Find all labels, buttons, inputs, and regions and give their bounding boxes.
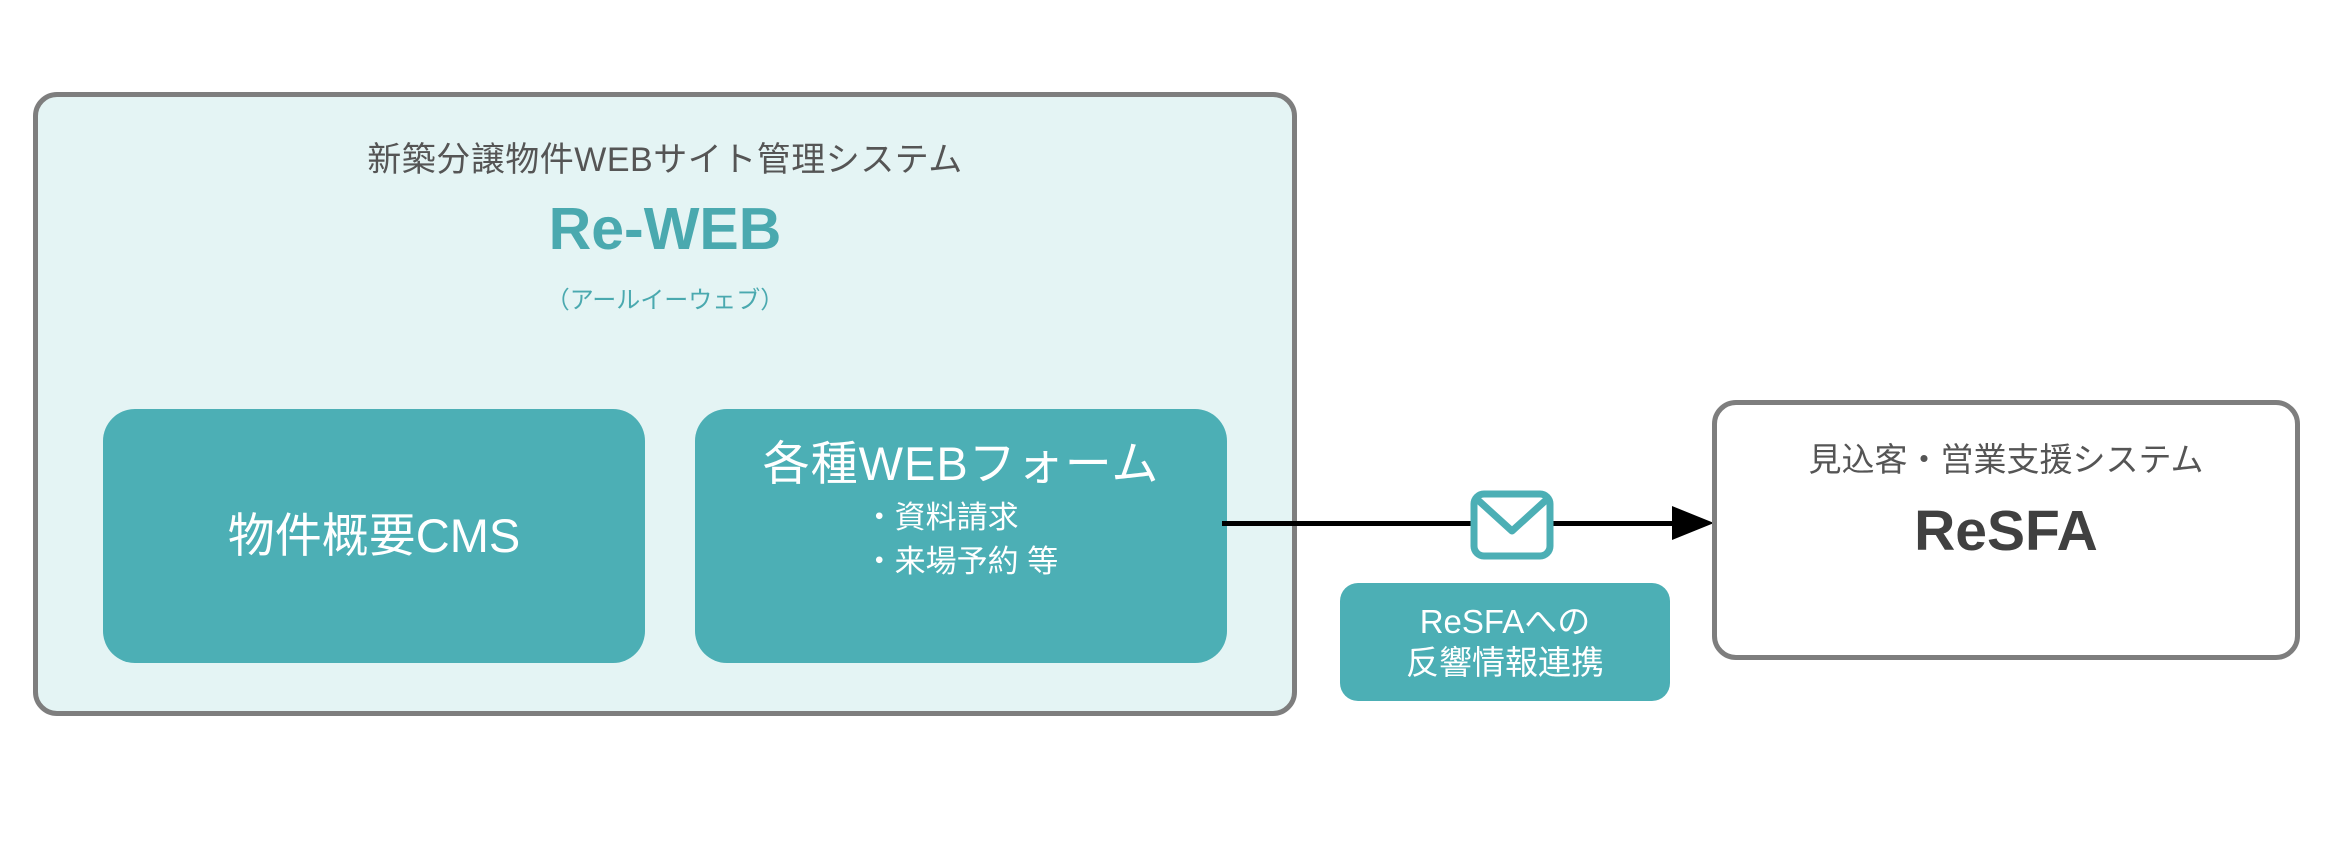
list-item: ・資料請求 xyxy=(863,499,1019,535)
resfa-subtitle: 見込客・営業支援システム xyxy=(1808,441,2204,478)
connector-label-resfa-transfer: ReSFAへの 反響情報連携 xyxy=(1340,583,1670,701)
reweb-system-panel: 新築分譲物件WEBサイト管理システム Re-WEB （アールイーウェブ） 物件概… xyxy=(33,92,1297,716)
reweb-subtitle: 新築分譲物件WEBサイト管理システム xyxy=(367,141,963,179)
module-card-web-forms-title: 各種WEBフォーム xyxy=(762,437,1160,490)
list-item: ・来場予約 等 xyxy=(863,543,1059,579)
resfa-brand-name: ReSFA xyxy=(1914,499,2098,563)
module-card-web-forms-list: ・資料請求 ・来場予約 等 xyxy=(864,496,1059,584)
module-card-web-forms[interactable]: 各種WEBフォーム ・資料請求 ・来場予約 等 xyxy=(695,409,1227,663)
connector-arrow-line xyxy=(1222,521,1690,526)
reweb-brand-name: Re-WEB xyxy=(548,196,782,262)
connector-label-line-1: ReSFAへの xyxy=(1419,602,1591,640)
reweb-brand-reading: （アールイーウェブ） xyxy=(545,287,785,314)
module-card-cms[interactable]: 物件概要CMS xyxy=(103,409,645,663)
envelope-icon xyxy=(1470,490,1554,560)
resfa-system-panel: 見込客・営業支援システム ReSFA xyxy=(1712,400,2300,660)
connector-label-line-2: 反響情報連携 xyxy=(1406,644,1604,681)
module-card-cms-title: 物件概要CMS xyxy=(227,508,521,562)
connector-arrow-head xyxy=(1672,506,1714,540)
